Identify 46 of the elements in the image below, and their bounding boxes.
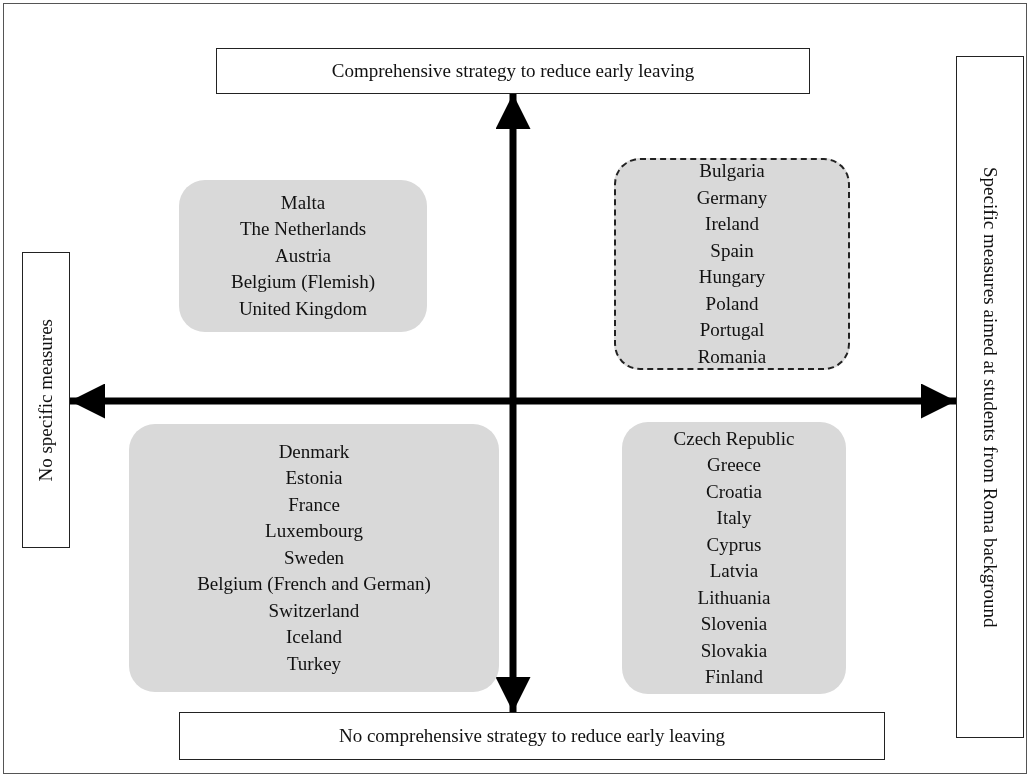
- country-name: Sweden: [283, 545, 345, 570]
- country-name: France: [288, 492, 340, 517]
- country-group-box: [129, 424, 499, 692]
- axis-label-box: [216, 48, 810, 94]
- country-name: The Netherlands: [239, 217, 367, 242]
- country-name: Slovakia: [700, 638, 768, 663]
- country-name: Latvia: [709, 559, 759, 583]
- country-name: Spain: [710, 238, 754, 263]
- country-name: Switzerland: [268, 598, 360, 623]
- country-name: Italy: [716, 506, 752, 530]
- country-name: Finland: [704, 665, 764, 689]
- country-name: Greece: [707, 453, 761, 477]
- country-name: United Kingdom: [238, 296, 368, 321]
- country-name: Czech Republic: [673, 426, 795, 451]
- country-group-box: [179, 180, 427, 332]
- country-name: Hungary: [698, 265, 766, 289]
- double-headed-arrow: [495, 94, 531, 712]
- country-name: Malta: [280, 190, 326, 215]
- country-group-box: [622, 422, 846, 694]
- country-name: Cyprus: [706, 532, 762, 557]
- country-name: Belgium (French and German): [197, 572, 431, 597]
- country-name: Iceland: [286, 625, 342, 650]
- country-name: Turkey: [286, 651, 342, 676]
- country-name: Lithuania: [697, 585, 771, 610]
- country-name: Luxembourg: [265, 519, 363, 544]
- axis-label-box: [956, 56, 1024, 738]
- country-name: Belgium (Flemish): [230, 270, 376, 295]
- axis-label-box: [22, 252, 70, 548]
- country-name: Estonia: [285, 466, 343, 491]
- country-name: Ireland: [705, 212, 759, 236]
- double-headed-arrow: [70, 383, 956, 419]
- country-name: Austria: [275, 243, 331, 268]
- country-name: Poland: [705, 291, 759, 316]
- country-name: Romania: [697, 344, 767, 369]
- country-name: Denmark: [278, 439, 350, 464]
- country-name: Slovenia: [700, 612, 768, 636]
- axis-label: No specific measures: [35, 318, 57, 482]
- axis-label: Specific measures aimed at students from Roma background: [979, 166, 1001, 628]
- country-name: Portugal: [699, 318, 765, 342]
- country-group-box: [614, 158, 850, 370]
- axis-label: No comprehensive strategy to reduce early leaving: [338, 725, 726, 747]
- axis-label-box: [179, 712, 885, 760]
- country-name: Croatia: [706, 479, 762, 504]
- country-name: Bulgaria: [699, 159, 765, 183]
- country-name: Germany: [696, 185, 768, 210]
- axis-label: Comprehensive strategy to reduce early leaving: [331, 60, 695, 82]
